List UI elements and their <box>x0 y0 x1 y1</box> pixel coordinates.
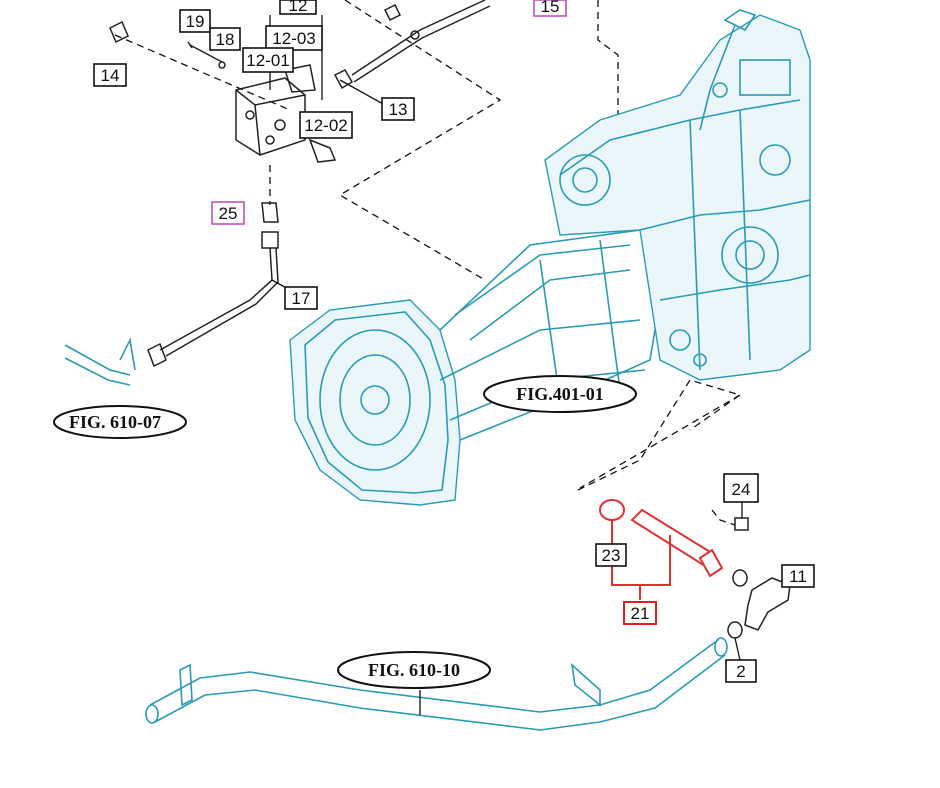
callout-11: 11 <box>781 564 815 588</box>
svg-text:13: 13 <box>389 100 408 119</box>
svg-text:25: 25 <box>219 204 238 223</box>
callout-17: 17 <box>284 286 318 310</box>
highlighted-pipe-assembly <box>599 499 724 600</box>
callout-21: 21 <box>623 601 657 625</box>
svg-text:FIG. 610-10: FIG. 610-10 <box>368 660 460 680</box>
callout-2: 2 <box>725 659 757 683</box>
svg-text:21: 21 <box>631 604 650 623</box>
svg-text:15: 15 <box>541 0 560 16</box>
svg-text:12-03: 12-03 <box>272 29 315 48</box>
callout-13: 13 <box>381 97 415 121</box>
callout-18: 18 <box>209 27 241 51</box>
transmission-housing <box>289 9 811 506</box>
svg-text:19: 19 <box>186 12 205 31</box>
figure-ref-610-07[interactable]: FIG. 610-07 <box>53 405 187 439</box>
dashed-leaders <box>114 0 742 526</box>
callout-25: 25 <box>211 201 245 225</box>
svg-text:17: 17 <box>292 289 311 308</box>
hose-and-clamps <box>727 500 798 661</box>
figure-ref-401-01[interactable]: FIG.401-01 <box>483 375 637 413</box>
callout-12: 12 <box>279 0 317 15</box>
svg-text:23: 23 <box>602 546 621 565</box>
figure-ref-610-10[interactable]: FIG. 610-10 <box>337 651 491 689</box>
callout-12-01: 12-01 <box>242 47 294 73</box>
svg-text:18: 18 <box>216 30 235 49</box>
svg-text:2: 2 <box>736 662 745 681</box>
svg-text:12: 12 <box>289 0 308 15</box>
svg-text:24: 24 <box>732 480 751 499</box>
svg-text:12-01: 12-01 <box>246 51 289 70</box>
svg-text:FIG. 610-07: FIG. 610-07 <box>69 412 161 432</box>
fig-610-10-tube <box>145 637 728 731</box>
svg-text:14: 14 <box>101 66 120 85</box>
callout-24: 24 <box>723 473 759 503</box>
callout-23: 23 <box>595 543 627 567</box>
callout-19: 19 <box>179 9 211 33</box>
callout-12-03: 12-03 <box>265 25 323 51</box>
callout-15: 15 <box>533 0 567 17</box>
valve-block-assembly <box>109 0 491 368</box>
svg-text:12-02: 12-02 <box>304 116 347 135</box>
callout-14: 14 <box>93 63 127 87</box>
callout-12-02: 12-02 <box>299 111 353 139</box>
svg-text:FIG.401-01: FIG.401-01 <box>516 384 604 404</box>
svg-text:11: 11 <box>789 567 807 586</box>
fig-610-07-pipe <box>64 337 136 386</box>
